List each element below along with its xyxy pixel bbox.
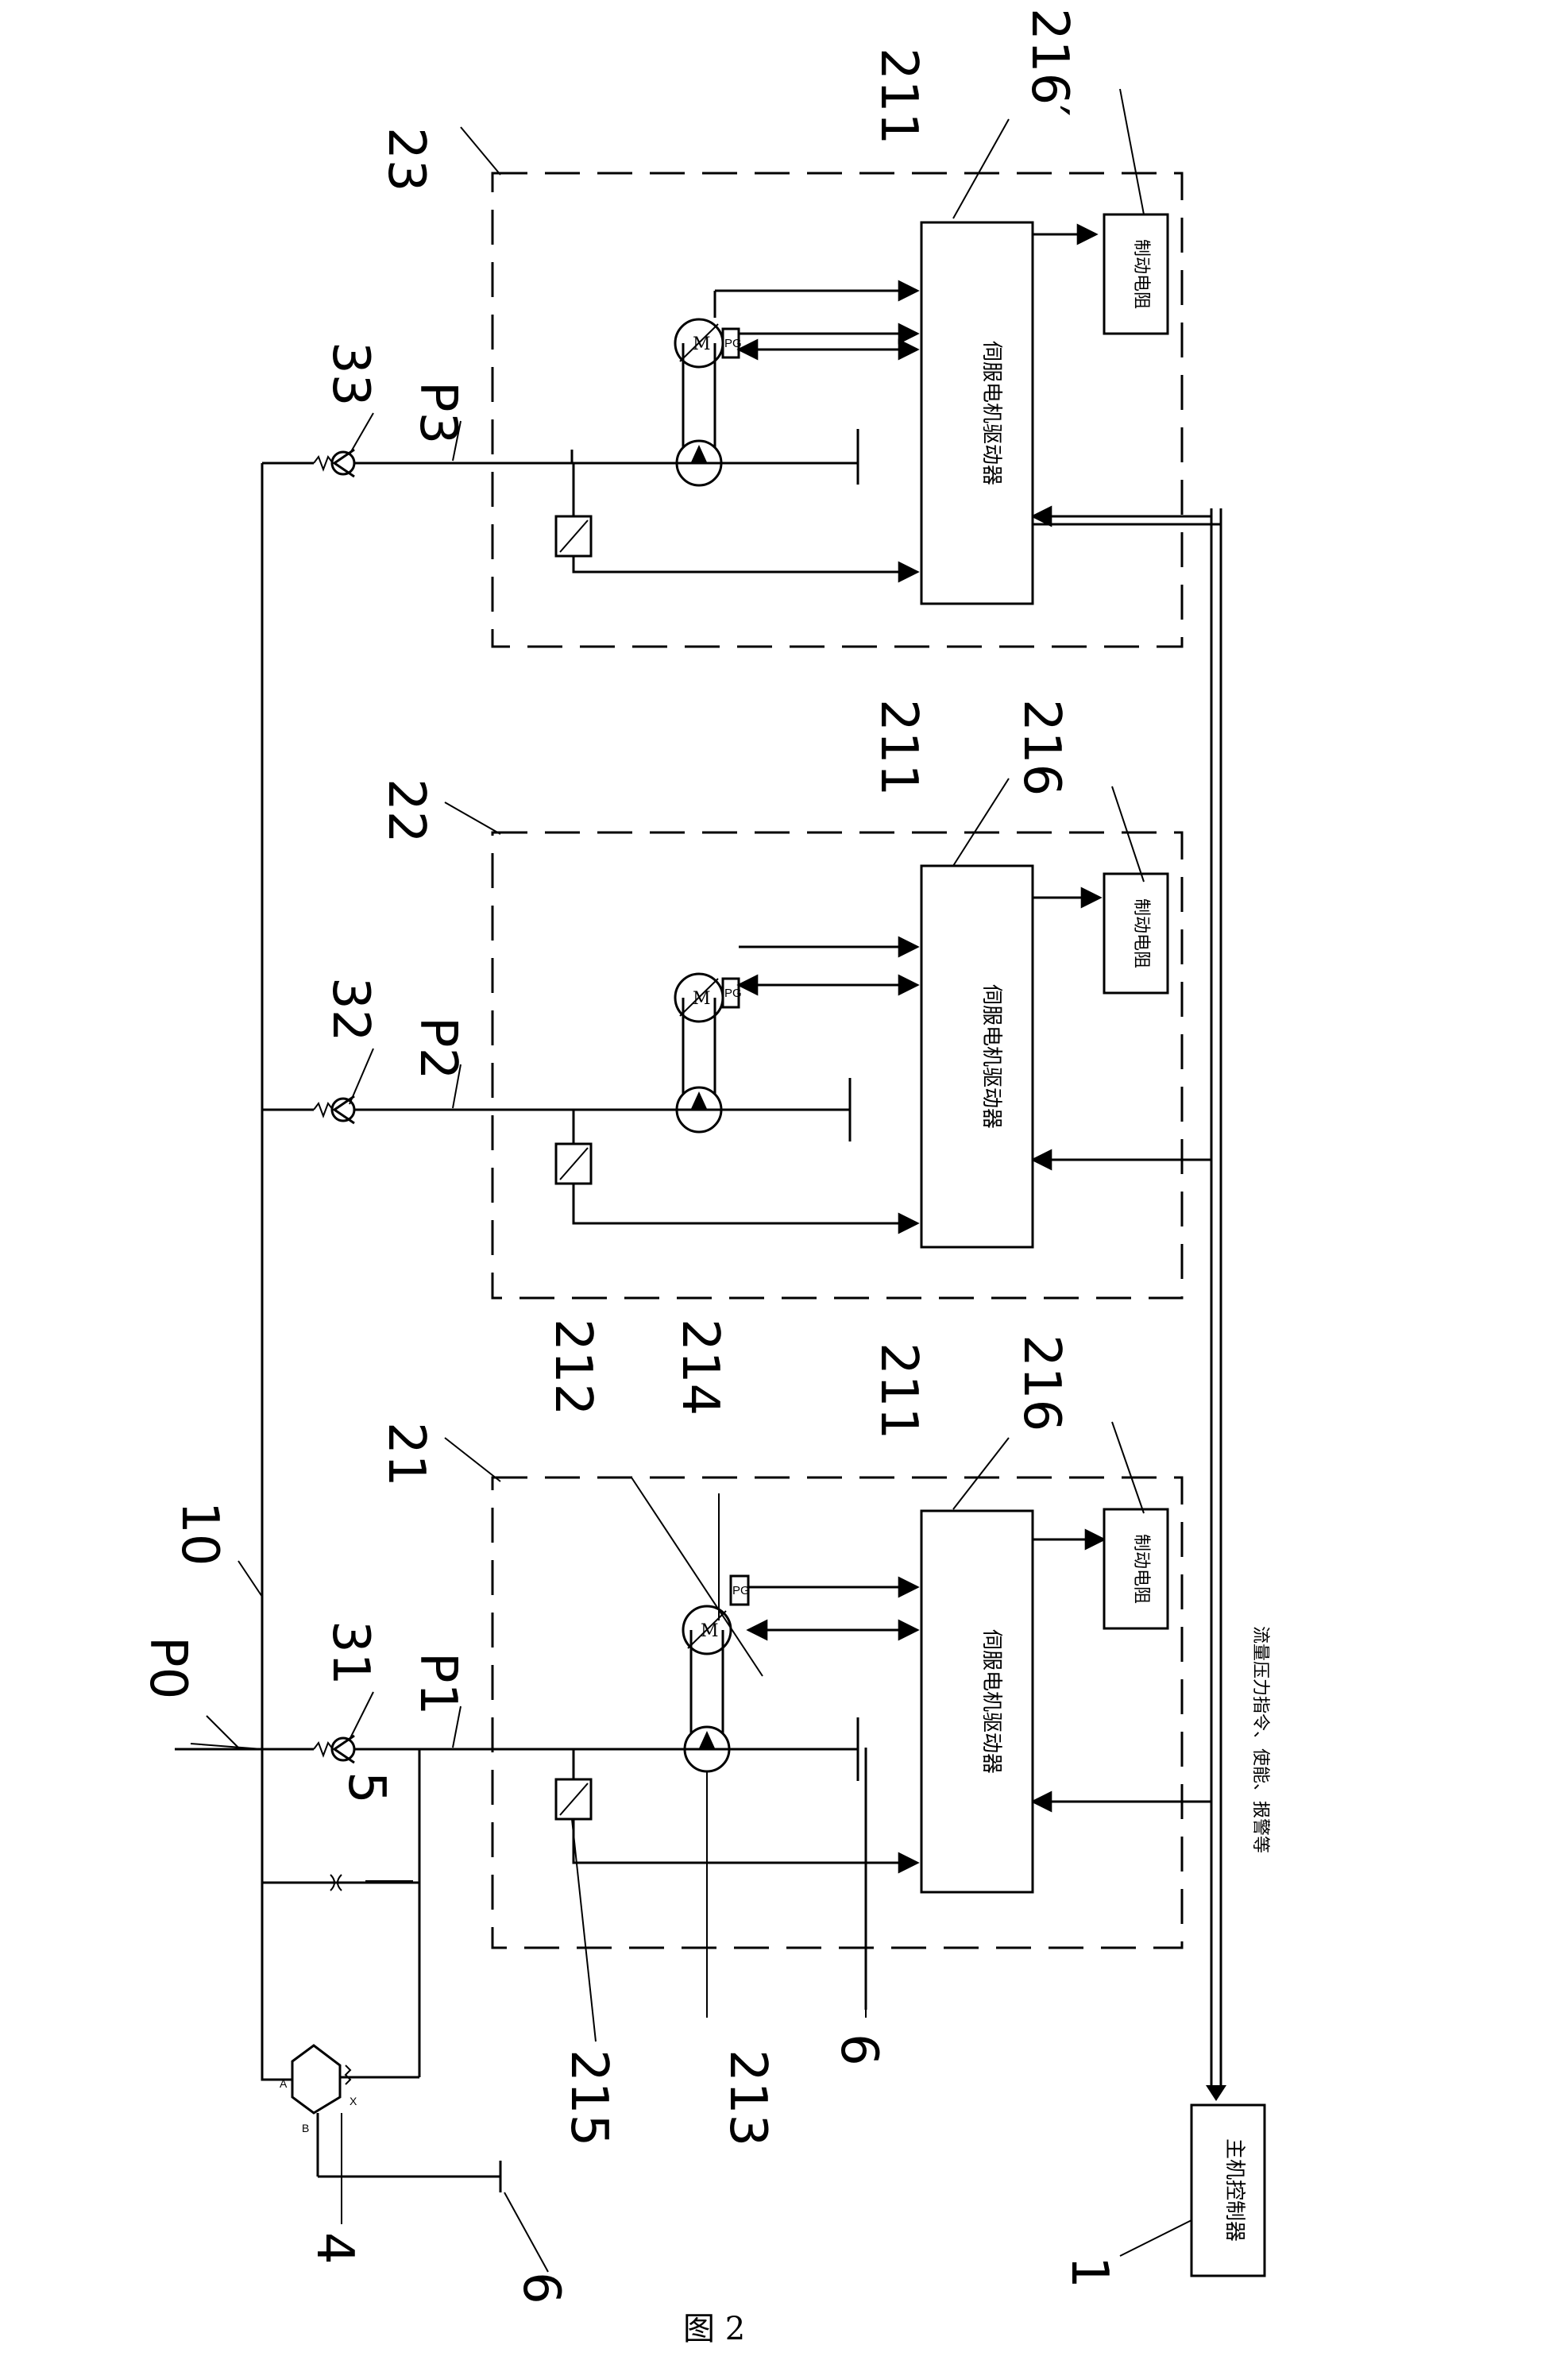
label-6-right: 6 <box>829 2034 888 2066</box>
servo-driver-label-23: 伺服电机驱动器 <box>979 341 1003 485</box>
label-1: 1 <box>1060 2256 1118 2289</box>
brake-resistor-box-23 <box>1103 213 1169 335</box>
brake-resistor-label-22: 制动电阻 <box>1131 898 1151 968</box>
label-33: 33 <box>321 342 380 406</box>
servo-driver-box-23 <box>920 221 1034 605</box>
label-214: 214 <box>670 1319 729 1416</box>
servo-driver-label-21: 伺服电机驱动器 <box>979 1629 1003 1774</box>
label-213: 213 <box>718 2049 777 2146</box>
label-10: 10 <box>170 1501 229 1566</box>
host-controller-label: 主机控制器 <box>1222 2138 1246 2242</box>
unit-box-22 <box>491 831 1184 1300</box>
brake-resistor-box-21 <box>1103 1508 1169 1630</box>
label-211-bot: 211 <box>869 1342 928 1439</box>
label-p2: P2 <box>408 1017 467 1080</box>
reference-numerals: 23 22 21 211 211 211 216′ 216 216 33 32 … <box>138 8 1118 2304</box>
label-22: 22 <box>377 778 435 843</box>
check-valve-31 <box>313 1734 604 1764</box>
encoder-symbol-21: PG <box>732 1584 750 1597</box>
label-31: 31 <box>321 1620 380 1685</box>
unit-22-hydraulics: M PG <box>554 886 1211 1234</box>
label-211-mid: 211 <box>869 699 928 796</box>
port-x-label: X <box>350 2095 357 2107</box>
port-a-label: A <box>280 2077 288 2090</box>
label-6-left: 6 <box>512 2272 570 2304</box>
label-5: 5 <box>337 1771 396 1804</box>
motor-symbol-23: M <box>693 334 711 354</box>
label-215: 215 <box>559 2049 618 2146</box>
check-valve-32 <box>313 1095 604 1125</box>
label-21: 21 <box>377 1422 435 1486</box>
brake-resistor-label-23: 制动电阻 <box>1131 239 1151 309</box>
servo-driver-box-21 <box>920 1509 1034 1894</box>
label-216-prime: 216′ <box>1020 8 1079 117</box>
check-valve-33 <box>313 448 596 478</box>
label-p1: P1 <box>408 1652 467 1715</box>
label-p0: P0 <box>138 1636 197 1699</box>
host-controller-box <box>1190 2103 1266 2277</box>
logic-valve-4: A B X <box>261 1922 500 2178</box>
label-4: 4 <box>305 2232 364 2265</box>
unit-box-23 <box>491 172 1184 648</box>
encoder-symbol-22: PG <box>724 987 742 1000</box>
motor-symbol-22: M <box>693 989 711 1009</box>
servo-driver-label-22: 伺服电机驱动器 <box>979 984 1003 1129</box>
main-line-10 <box>175 462 314 1922</box>
servo-driver-box-22 <box>920 864 1034 1249</box>
brake-resistor-label-21: 制动电阻 <box>1131 1534 1151 1604</box>
label-32: 32 <box>321 977 380 1041</box>
label-23: 23 <box>377 127 435 191</box>
motor-symbol-21: M <box>701 1621 719 1641</box>
bus-label: 流量压力指令、使能、报警等 <box>1250 1626 1270 1853</box>
figure-caption: 图 2 <box>683 2311 745 2347</box>
unit-box-21 <box>491 1476 1184 1949</box>
label-p3: P3 <box>408 381 467 444</box>
signal-bus <box>1033 508 1226 2101</box>
leader-lines <box>206 88 1192 2273</box>
encoder-symbol-23: PG <box>724 337 742 350</box>
label-212: 212 <box>543 1319 602 1416</box>
bypass-circuit <box>262 1749 421 2077</box>
label-211-top: 211 <box>869 48 928 145</box>
unit-23-hydraulics: M PG <box>554 223 1211 583</box>
label-216-mid: 216 <box>1012 699 1071 796</box>
brake-resistor-box-22 <box>1103 872 1169 995</box>
label-216-bot: 216 <box>1012 1335 1071 1431</box>
port-b-label: B <box>302 2122 309 2134</box>
